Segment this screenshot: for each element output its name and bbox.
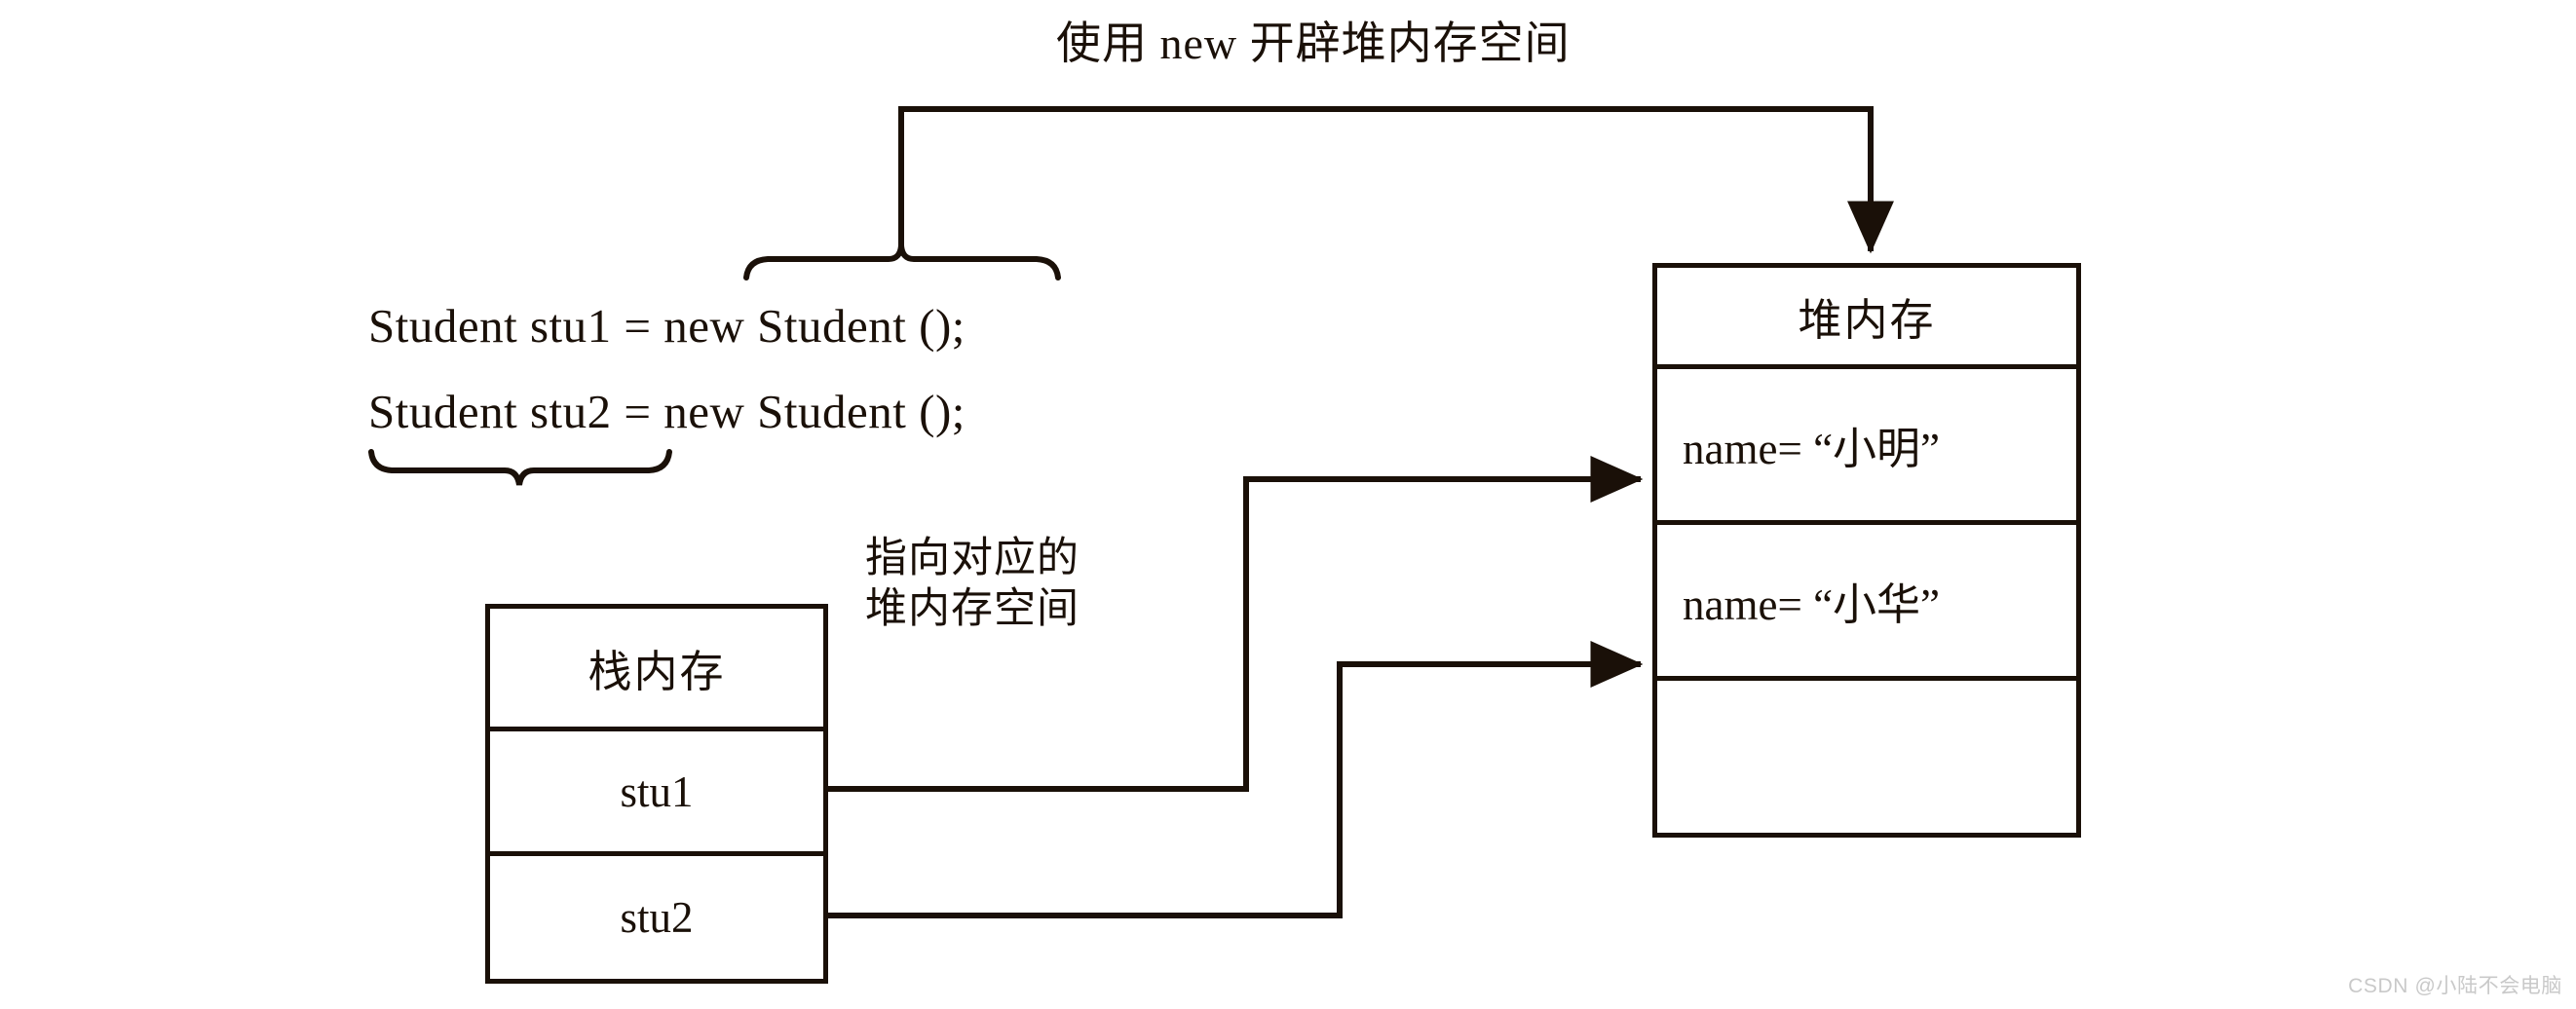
heap-memory-header: 堆内存: [1657, 268, 2076, 369]
code-statement-stu1: Student stu1 = new Student ();: [368, 299, 966, 353]
code-statement-stu2: Student stu2 = new Student ();: [368, 385, 966, 438]
pointer-annotation-line-1: 指向对应的: [865, 536, 1080, 581]
heap-cell-empty: [1657, 681, 2076, 833]
brace-top: [743, 244, 1061, 280]
stack-memory-box: 栈内存 stu1 stu2: [485, 604, 828, 984]
heap-cell-object-1: name= “小明”: [1657, 369, 2076, 525]
stack-memory-header: 栈内存: [490, 609, 823, 731]
diagram-title: 使用 new 开辟堆内存空间: [1056, 19, 1571, 68]
heap-cell-object-2: name= “小华”: [1657, 525, 2076, 681]
heap-memory-box: 堆内存 name= “小明” name= “小华”: [1652, 263, 2081, 838]
pointer-annotation: 指向对应的堆内存空间: [865, 534, 1080, 636]
pointer-annotation-line-2: 堆内存空间: [865, 586, 1080, 633]
connector-new-to-heap: [898, 106, 1894, 254]
csdn-watermark: CSDN @小陆不会电脑: [2348, 975, 2562, 997]
connector-stu2-to-heap-cell-2: [828, 641, 1644, 918]
stack-slot-stu1: stu1: [490, 731, 823, 856]
stack-slot-stu2: stu2: [620, 893, 694, 942]
brace-bottom: [368, 449, 672, 486]
